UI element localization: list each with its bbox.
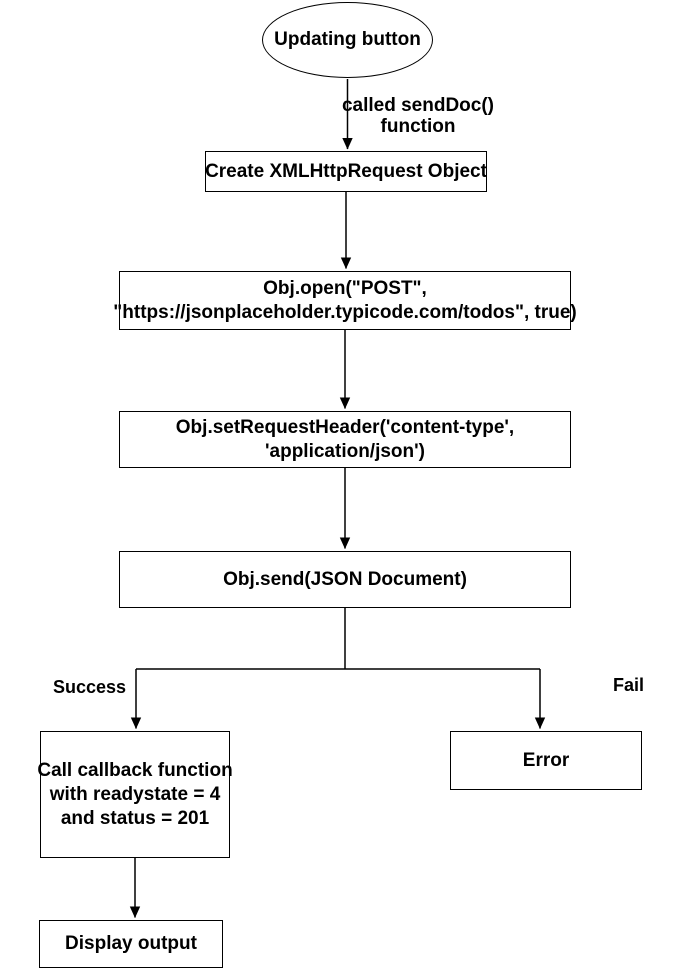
node-error: Error	[450, 731, 642, 790]
edge-label-fail: Fail	[613, 675, 645, 695]
node-updating-button-label: Updating button	[274, 29, 421, 50]
node-display-output-label: Display output	[65, 933, 197, 954]
node-obj-open: Obj.open("POST", "https://jsonplaceholde…	[113, 271, 577, 330]
node-obj-open-label: Obj.open("POST", "https://jsonplaceholde…	[113, 277, 577, 323]
node-set-request-header: Obj.setRequestHeader('content-type', 'ap…	[119, 411, 571, 468]
node-updating-button: Updating button	[262, 2, 433, 78]
node-set-request-header-label: Obj.setRequestHeader('content-type', 'ap…	[175, 416, 515, 462]
node-error-label: Error	[522, 749, 570, 771]
node-create-xhr-object: Create XMLHttpRequest Object	[205, 151, 487, 192]
branch-trunk-line	[136, 608, 540, 670]
node-obj-send: Obj.send(JSON Document)	[119, 551, 571, 608]
node-display-output: Display output	[39, 920, 223, 968]
node-create-xhr-object-label: Create XMLHttpRequest Object	[205, 160, 487, 182]
edge-label-called-senddoc: called sendDoc() function	[341, 95, 495, 137]
node-call-callback-label: Call callback function with readystate =…	[37, 759, 233, 829]
node-call-callback: Call callback function with readystate =…	[37, 731, 233, 858]
edge-label-success: Success	[53, 677, 127, 697]
node-obj-send-label: Obj.send(JSON Document)	[223, 568, 467, 590]
